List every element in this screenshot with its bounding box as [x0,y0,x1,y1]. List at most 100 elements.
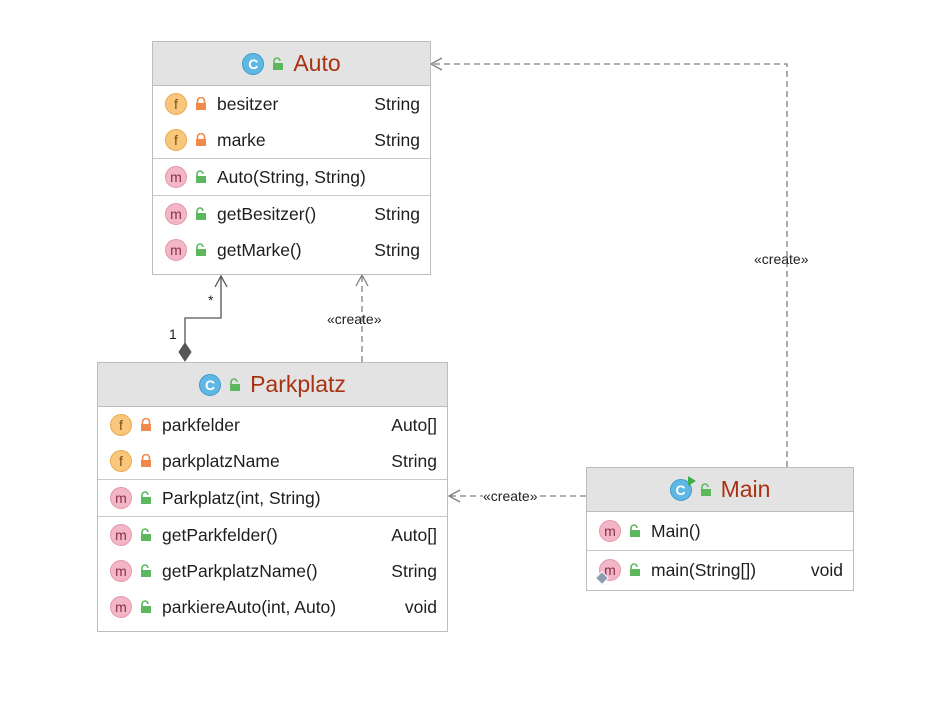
arrowhead-composition [214,274,228,288]
method-row: m getMarke() String [153,232,430,268]
class-name: Auto [293,50,341,76]
method-name: main(String[]) [651,559,757,580]
method-row: m main(String[]) void [587,551,853,589]
static-method-icon: m [594,559,621,586]
methods-section: m getParkfelder() Auto[] m getParkplatzN… [98,517,447,625]
method-icon: m [165,203,187,225]
method-row: m parkiereAuto(int, Auto) void [98,589,447,625]
class-name: Parkplatz [250,371,346,397]
public-lock-icon [141,600,151,613]
methods-section: m getBesitzer() String m getMarke() Stri… [153,196,430,268]
public-lock-icon [196,207,206,220]
fields-section: f besitzer String f marke String [153,86,430,159]
public-lock-icon [141,564,151,577]
method-type: String [374,239,420,260]
class-header: C Parkplatz [98,363,447,407]
field-name: besitzer [217,93,279,114]
field-name: parkfelder [162,414,240,435]
private-lock-icon [196,133,206,146]
method-name: getMarke() [217,239,302,260]
method-icon: m [165,166,187,188]
private-lock-icon [141,418,151,431]
field-type: String [374,93,420,114]
class-parkplatz[interactable]: C Parkplatz f parkfelder Auto[] f parkpl… [97,362,448,632]
field-row: f parkfelder Auto[] [98,407,447,443]
arrowhead-parkplatz-auto [355,273,369,287]
constructor-row: m Main() [587,512,853,550]
method-name: getBesitzer() [217,203,317,224]
public-lock-icon [141,491,151,504]
field-icon: f [110,414,132,436]
field-icon: f [165,129,187,151]
field-row: f besitzer String [153,86,430,122]
method-type: String [374,203,420,224]
constructors-section: m Parkplatz(int, String) [98,480,447,517]
method-icon: m [110,524,132,546]
method-name: getParkplatzName() [162,560,318,581]
constructor-name: Main() [651,520,701,541]
field-type: String [391,450,437,471]
method-icon: m [110,560,132,582]
class-main[interactable]: C Main m Main() m main(String[]) void [586,467,854,591]
constructors-section: m Auto(String, String) [153,159,430,196]
field-name: parkplatzName [162,450,280,471]
methods-section: m main(String[]) void [587,551,853,589]
create-label-main-parkplatz: «create» [483,488,538,504]
field-name: marke [217,129,266,150]
class-icon: C [669,475,696,501]
field-row: f marke String [153,122,430,158]
field-type: Auto[] [391,414,437,435]
class-auto[interactable]: C Auto f besitzer String f marke String … [152,41,431,275]
method-row: m getBesitzer() String [153,196,430,232]
public-lock-icon [700,482,711,496]
public-lock-icon [273,56,284,70]
public-lock-icon [141,528,151,541]
arrowhead-main-auto [429,57,443,71]
run-icon [687,475,696,486]
field-icon: f [110,450,132,472]
constructor-name: Auto(String, String) [217,166,366,187]
public-lock-icon [630,524,640,537]
public-lock-icon [196,170,206,183]
field-row: f parkplatzName String [98,443,447,479]
arrowhead-main-parkplatz [447,489,461,503]
field-type: String [374,129,420,150]
constructor-row: m Auto(String, String) [153,159,430,195]
method-icon: m [110,487,132,509]
create-label-main-auto: «create» [754,251,809,267]
class-icon: C [242,52,265,75]
method-type: void [404,596,437,617]
method-name: getParkfelder() [162,524,278,545]
method-type: Auto[] [391,524,437,545]
public-lock-icon [196,243,206,256]
method-icon: m [110,596,132,618]
class-icon: C [199,373,222,396]
constructor-row: m Parkplatz(int, String) [98,480,447,516]
method-type: void [810,559,843,580]
class-header: C Main [587,468,853,512]
fields-section: f parkfelder Auto[] f parkplatzName Stri… [98,407,447,480]
method-row: m getParkplatzName() String [98,553,447,589]
public-lock-icon [630,563,640,576]
constructors-section: m Main() [587,512,853,551]
method-icon-letter: m [604,562,616,578]
private-lock-icon [141,454,151,467]
method-icon: m [599,520,621,542]
private-lock-icon [196,97,206,110]
public-lock-icon [230,377,241,391]
composition-diamond [178,342,192,362]
method-name: parkiereAuto(int, Auto) [162,596,337,617]
method-type: String [391,560,437,581]
class-name: Main [720,476,771,502]
edge-main-auto-create [432,63,788,467]
multiplicity-one: 1 [169,326,177,342]
edge-composition [184,276,222,345]
method-row: m getParkfelder() Auto[] [98,517,447,553]
constructor-name: Parkplatz(int, String) [162,487,321,508]
create-label-parkplatz-auto: «create» [327,311,382,327]
class-header: C Auto [153,42,430,86]
multiplicity-many: * [208,292,214,308]
field-icon: f [165,93,187,115]
class-icon-letter: C [675,481,686,498]
